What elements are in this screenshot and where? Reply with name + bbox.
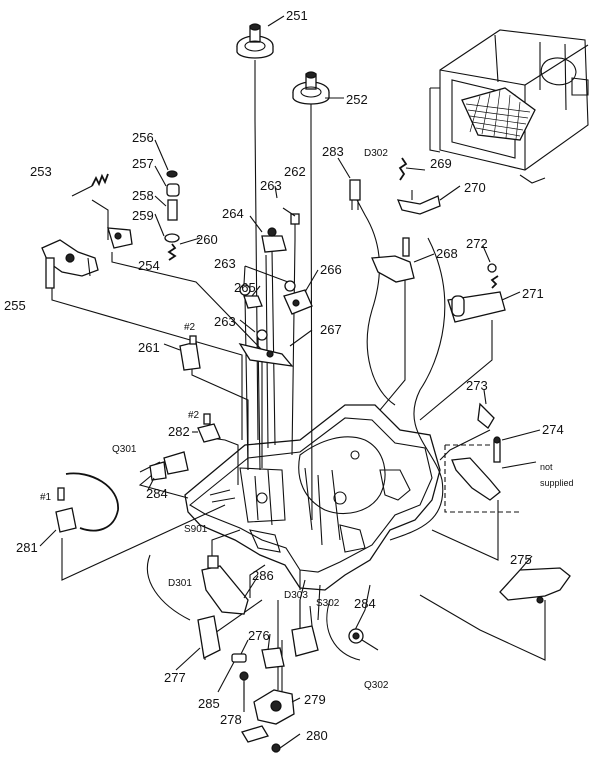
label-276: 276 xyxy=(248,628,270,643)
part-265-gear xyxy=(243,295,263,309)
ref-d303: D303 xyxy=(284,590,308,601)
main-chassis xyxy=(184,404,441,591)
label-251: 251 xyxy=(286,8,308,23)
label-261: 261 xyxy=(138,340,160,355)
hatched-mechanism-area xyxy=(461,87,536,141)
part-264-arm xyxy=(261,227,287,253)
label-257: 257 xyxy=(132,156,154,171)
part-270-lever xyxy=(396,190,441,215)
screw-markers: #2 #2 #1 xyxy=(40,322,200,503)
label-272: 272 xyxy=(466,236,488,251)
part-263-washers xyxy=(239,280,296,341)
part-279-gear xyxy=(241,689,295,743)
ref-s901: S901 xyxy=(184,524,208,535)
note-line-2: supplied xyxy=(540,478,574,488)
reference-labels: D302 Q301 S901 D301 D303 S302 Q302 xyxy=(112,148,389,691)
label-279: 279 xyxy=(304,692,326,707)
ref-s302: S302 xyxy=(316,598,340,609)
assembly-lines xyxy=(51,60,546,700)
part-276-gear xyxy=(261,647,285,669)
label-259: 259 xyxy=(132,208,154,223)
label-268: 268 xyxy=(436,246,458,261)
screw-mark-1: #1 xyxy=(40,492,52,503)
label-256: 256 xyxy=(132,130,154,145)
part-271-pinch-roller xyxy=(447,275,506,323)
part-255-lever xyxy=(41,239,99,289)
ref-q302: Q302 xyxy=(364,680,389,691)
label-286: 286 xyxy=(252,568,274,583)
label-267: 267 xyxy=(320,322,342,337)
ref-q301: Q301 xyxy=(112,444,137,455)
label-265: 265 xyxy=(234,280,256,295)
note-line-1: not xyxy=(540,462,553,472)
part-252-reel xyxy=(292,71,330,105)
part-266-lever xyxy=(283,289,313,315)
screw-mark-2b: #2 xyxy=(188,410,200,421)
part-261-bracket xyxy=(179,335,201,371)
part-274-assembly xyxy=(451,436,501,501)
label-273: 273 xyxy=(466,378,488,393)
label-266: 266 xyxy=(320,262,342,277)
label-263a: 263 xyxy=(260,178,282,193)
label-252: 252 xyxy=(346,92,368,107)
label-262: 262 xyxy=(284,164,306,179)
part-284-lower xyxy=(348,628,379,651)
part-281-belt xyxy=(55,472,119,533)
ref-d302: D302 xyxy=(364,148,388,159)
label-260: 260 xyxy=(196,232,218,247)
label-254: 254 xyxy=(138,258,160,273)
part-s302-switch xyxy=(291,600,319,657)
label-255: 255 xyxy=(4,298,26,313)
label-274: 274 xyxy=(542,422,564,437)
ref-d301: D301 xyxy=(168,578,192,589)
part-267-slider xyxy=(238,343,294,367)
label-285: 285 xyxy=(198,696,220,711)
part-286-switch xyxy=(201,555,249,615)
part-272-washer xyxy=(487,263,497,273)
part-278-washer xyxy=(239,671,249,681)
label-263b: 263 xyxy=(214,256,236,271)
part-268-arm xyxy=(371,237,415,283)
part-273-lever xyxy=(477,402,495,429)
label-264: 264 xyxy=(222,206,244,221)
part-280-washer xyxy=(271,743,281,753)
label-263c: 263 xyxy=(214,314,236,329)
label-280: 280 xyxy=(306,728,328,743)
not-supplied-note: not supplied xyxy=(540,462,574,488)
part-q301-sensor xyxy=(139,451,189,475)
part-269-spring xyxy=(398,157,408,181)
part-262-pin xyxy=(282,207,300,225)
mechanism-inset xyxy=(429,29,589,184)
part-277-bracket xyxy=(197,615,221,659)
part-254-bracket xyxy=(107,227,133,249)
label-277: 277 xyxy=(164,670,186,685)
label-284b: 284 xyxy=(354,596,376,611)
label-284a: 284 xyxy=(146,486,168,501)
label-269: 269 xyxy=(430,156,452,171)
part-275-lever xyxy=(499,567,571,604)
part-282-clip xyxy=(197,413,221,443)
label-270: 270 xyxy=(464,180,486,195)
part-253-spring xyxy=(71,173,109,197)
label-283: 283 xyxy=(322,144,344,159)
label-281: 281 xyxy=(16,540,38,555)
label-275: 275 xyxy=(510,552,532,567)
part-285-screw xyxy=(231,653,247,663)
label-278: 278 xyxy=(220,712,242,727)
part-283-sensor xyxy=(349,179,361,210)
label-253: 253 xyxy=(30,164,52,179)
label-282: 282 xyxy=(168,424,190,439)
part-labels: 251 252 253 255 256 257 258 259 260 254 … xyxy=(4,8,564,743)
part-284-upper xyxy=(149,461,167,481)
part-251-reel xyxy=(236,23,274,59)
parts-256-260-stack xyxy=(164,170,180,261)
label-271: 271 xyxy=(522,286,544,301)
label-258: 258 xyxy=(132,188,154,203)
screw-mark-2a: #2 xyxy=(184,322,196,333)
label-leaders xyxy=(39,15,541,749)
